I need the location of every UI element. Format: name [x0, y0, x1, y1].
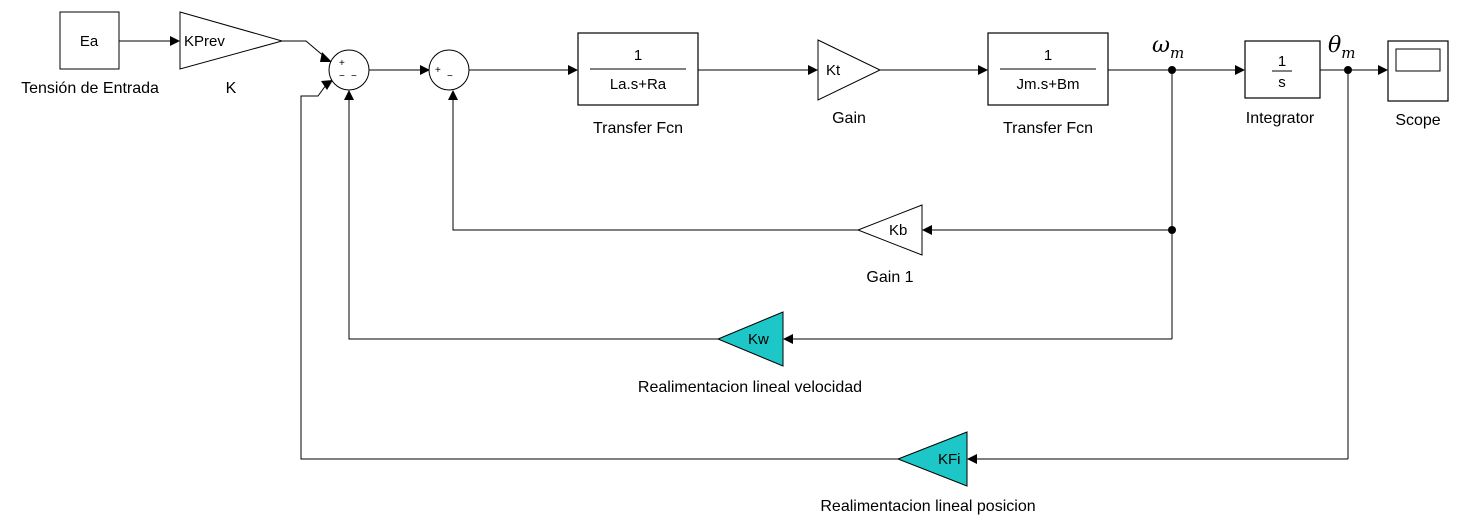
kb-gain-label: Gain 1 [866, 269, 913, 286]
transfer-fcn-1[interactable]: 1 La.s+Ra [577, 32, 699, 106]
theta-symbol: θ [1328, 33, 1341, 58]
tf2-label: Transfer Fcn [1003, 120, 1093, 137]
omega-symbol: ω [1152, 33, 1170, 58]
wire-kprev-sum1 [282, 40, 327, 59]
tf2-denominator: Jm.s+Bm [1017, 76, 1080, 93]
arrow-into-kprev [170, 36, 180, 46]
omega-subscript: m [1170, 44, 1184, 62]
arrow-into-integrator [1235, 65, 1245, 75]
integrator-block[interactable]: 1 s [1244, 40, 1321, 99]
theta-subscript: m [1341, 44, 1355, 62]
sum1-sign-2: − [339, 71, 345, 82]
kfi-gain[interactable]: KFi [896, 431, 968, 487]
arrow-into-scope [1378, 65, 1388, 75]
integrator-label: Integrator [1246, 110, 1315, 127]
kt-gain-label: Gain [832, 110, 866, 127]
arrow-into-sum1-top [320, 52, 332, 62]
wire-kw-sum1 [348, 100, 718, 340]
arrow-into-kw [783, 334, 793, 344]
sum2-block[interactable]: + − [428, 49, 470, 91]
tf1-denominator: La.s+Ra [610, 76, 667, 93]
branch-dot-kb [1168, 226, 1176, 234]
kb-gain[interactable]: Kb [856, 204, 923, 256]
scope-screen-icon [1395, 48, 1441, 72]
kw-gain-label: Realimentacion lineal velocidad [638, 379, 862, 396]
arrow-into-tf2 [978, 65, 988, 75]
tf1-numerator: 1 [634, 47, 642, 64]
kt-gain-text: Kt [826, 62, 841, 79]
ea-block-label: Tensión de Entrada [21, 80, 159, 97]
sum1-block[interactable]: + − − [328, 49, 370, 91]
kprev-gain-text: KPrev [184, 33, 225, 50]
wire-kb-sum2 [452, 100, 858, 231]
kfi-gain-text: KFi [938, 451, 961, 468]
arrow-into-kb [922, 225, 932, 235]
wires [119, 40, 1378, 460]
integrator-numerator: 1 [1278, 53, 1286, 70]
scope-block[interactable] [1387, 40, 1449, 102]
branch-dot-omega [1168, 66, 1176, 74]
scope-label: Scope [1395, 112, 1440, 129]
transfer-fcn-2[interactable]: 1 Jm.s+Bm [987, 32, 1109, 106]
kb-gain-text: Kb [889, 222, 907, 239]
sum1-sign-1: + [339, 58, 345, 69]
sum1-sign-3: − [351, 71, 357, 82]
omega-signal-label: ωm [1152, 33, 1184, 62]
arrowheads [170, 36, 1388, 464]
integrator-denominator: s [1278, 74, 1286, 91]
wire-kfi-sum1 [300, 84, 898, 460]
tf1-label: Transfer Fcn [593, 120, 683, 137]
tf2-numerator: 1 [1044, 47, 1052, 64]
kprev-gain-label: K [226, 80, 237, 97]
arrow-into-sum1-bottom [321, 80, 333, 90]
kprev-gain[interactable]: KPrev [179, 11, 284, 70]
ea-block[interactable]: Ea [59, 11, 120, 70]
arrow-into-sum1-feedback [344, 90, 354, 100]
arrow-into-sum2-bottom [448, 90, 458, 100]
kw-gain-text: Kw [748, 331, 769, 348]
arrow-into-kt [808, 65, 818, 75]
ea-block-text: Ea [80, 33, 99, 50]
theta-signal-label: θm [1328, 33, 1355, 62]
sum2-sign-2: − [447, 71, 453, 82]
arrow-into-kfi [967, 454, 977, 464]
kw-gain[interactable]: Kw [716, 311, 784, 367]
branch-dot-theta [1344, 66, 1352, 74]
sum2-sign-1: + [435, 65, 441, 76]
kt-gain[interactable]: Kt [817, 39, 882, 101]
arrow-into-sum2 [420, 65, 430, 75]
kfi-gain-label: Realimentacion lineal posicion [820, 498, 1035, 515]
arrow-into-tf1 [568, 65, 578, 75]
